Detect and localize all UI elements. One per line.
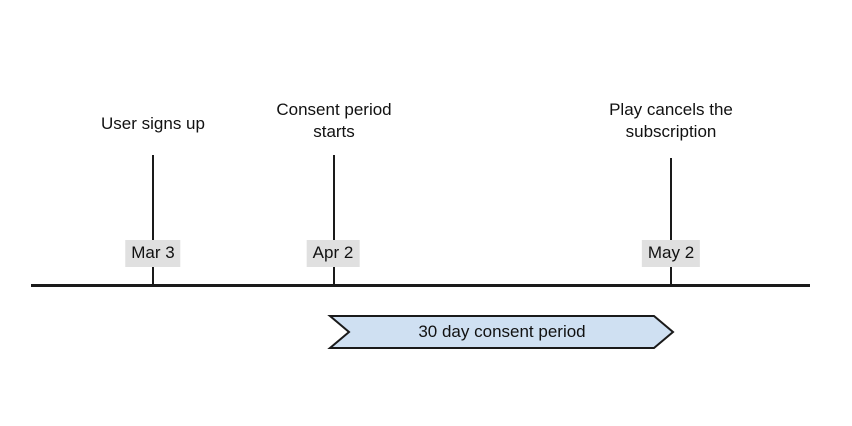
timeline-axis (31, 284, 810, 287)
event-tick-signup (152, 155, 154, 285)
event-caption-play-cancels: Play cancels the subscription (609, 100, 733, 141)
date-chip-consent-start: Apr 2 (306, 240, 360, 267)
event-caption-signup: User signs up (101, 114, 205, 133)
chevron-shape (327, 315, 675, 349)
date-chip-signup: Mar 3 (125, 240, 181, 267)
date-chip-play-cancels: May 2 (641, 240, 701, 267)
event-caption-consent-start: Consent period starts (276, 100, 392, 141)
event-tick-play-cancels (670, 158, 672, 285)
consent-period-banner: 30 day consent period (327, 315, 675, 349)
event-tick-consent-start (333, 155, 335, 285)
consent-period-banner-shape (327, 315, 675, 349)
